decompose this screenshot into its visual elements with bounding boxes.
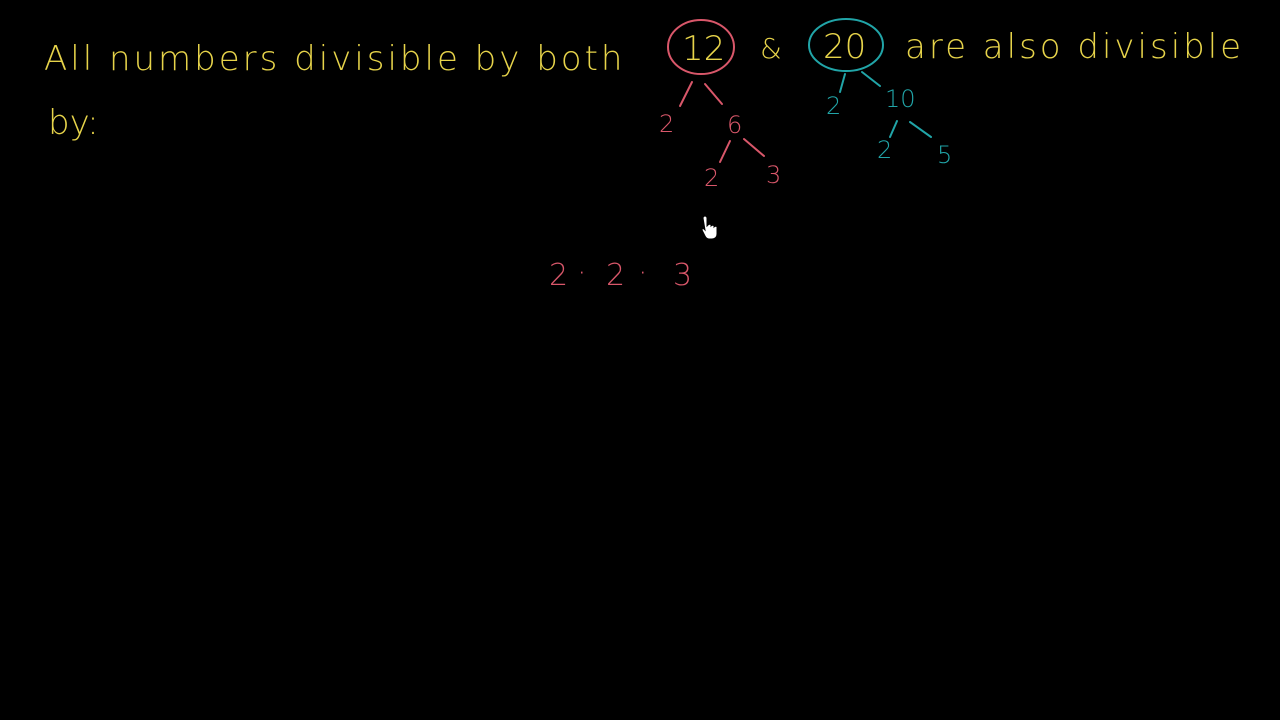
statement-line1-end: are also divisible [905, 27, 1244, 67]
tree-10-factor-5: 5 [937, 141, 952, 169]
hand-pointer-icon [701, 215, 718, 240]
branch-20-right [861, 71, 881, 87]
product-dot-2: · [638, 256, 648, 291]
tree-6-factor-2: 2 [704, 164, 719, 192]
statement-line1-start: All numbers divisible by both [44, 39, 625, 79]
number-12: 12 [682, 29, 725, 69]
circle-12 [667, 19, 735, 75]
prime-product: 2 · 2 · 3 [549, 256, 692, 293]
branch-10-right [909, 121, 932, 138]
branch-12-left [679, 81, 693, 107]
branch-20-left [839, 73, 846, 93]
branch-6-left [719, 140, 731, 163]
product-factor-c: 3 [673, 258, 692, 293]
branch-10-left [889, 120, 898, 138]
product-dot-1: · [577, 256, 587, 291]
product-factor-b: 2 [606, 258, 625, 293]
circle-20 [808, 18, 884, 72]
tree-12-factor-6: 6 [727, 111, 742, 139]
tree-20-factor-10: 10 [885, 85, 916, 113]
tree-12-branches [679, 81, 765, 163]
statement-line2: by: [48, 103, 99, 143]
tree-12-factor-2: 2 [659, 110, 674, 138]
tree-20-branches [839, 71, 932, 138]
tree-6-factor-3: 3 [766, 161, 781, 189]
ampersand: & [760, 32, 782, 65]
branch-12-right [704, 83, 723, 105]
statement: All numbers divisible by both 12 & 20 ar… [44, 27, 1244, 143]
tree-12-nodes: 2 6 2 3 [659, 110, 781, 192]
tree-20-factor-2: 2 [826, 92, 841, 120]
tree-10-factor-2: 2 [877, 136, 892, 164]
product-factor-a: 2 [549, 258, 568, 293]
tree-20-nodes: 2 10 2 5 [826, 85, 952, 169]
branch-6-right [743, 138, 765, 157]
number-20: 20 [823, 27, 866, 67]
